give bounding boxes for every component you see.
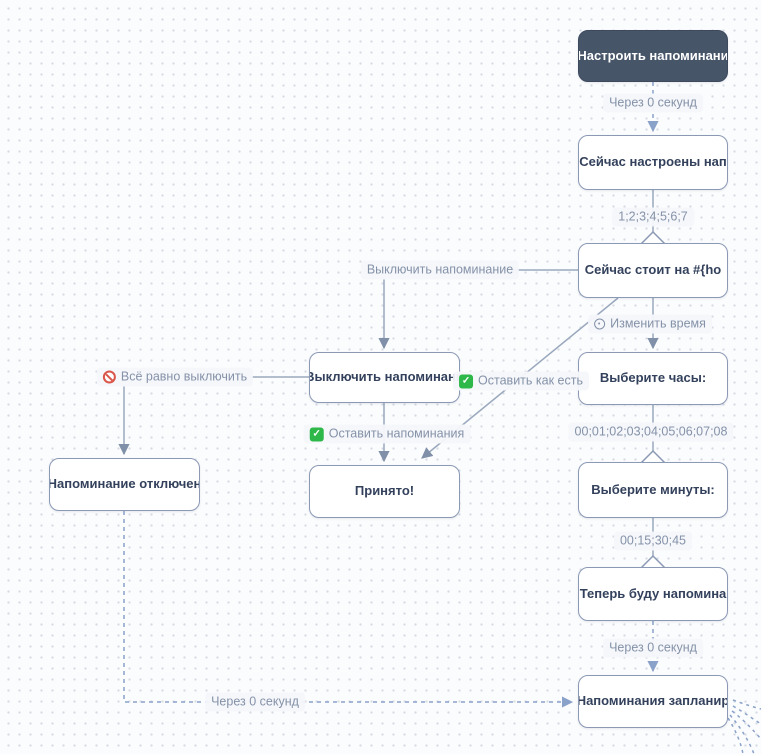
edge-label-delay-top[interactable]: Через 0 секунд	[603, 93, 703, 113]
edge-label-delay-mid-text: Через 0 секунд	[609, 640, 697, 655]
edge-label-force-off[interactable]: Всё равно выключить	[96, 367, 254, 387]
node-will-remind[interactable]: Теперь буду напомина	[578, 567, 728, 621]
checkbox-checked-icon	[309, 427, 324, 441]
edge-label-force-off-text: Всё равно выключить	[120, 369, 248, 384]
node-disabled-label: Напоминание отключен	[49, 476, 200, 492]
edge-label-keep-reminders[interactable]: Оставить напоминания	[303, 424, 471, 444]
edge-label-delay-mid[interactable]: Через 0 секунд	[603, 638, 703, 658]
edge-label-change-time[interactable]: Изменить время	[588, 314, 712, 334]
node-accepted[interactable]: Принято!	[309, 465, 460, 518]
edge-label-change-time-text: Изменить время	[610, 316, 706, 331]
node-choose-minutes[interactable]: Выберите минуты:	[578, 462, 728, 518]
edge-label-delay-bottom[interactable]: Через 0 секунд	[205, 692, 305, 712]
edge-label-hours-digits[interactable]: 1;2;3;4;5;6;7	[612, 207, 694, 227]
node-start[interactable]: Настроить напоминани	[578, 30, 728, 82]
node-choose-hours[interactable]: Выберите часы:	[578, 352, 728, 405]
node-turn-off-label: Выключить напоминани	[309, 369, 460, 385]
edge-disabled-scheduled	[123, 511, 574, 708]
node-scheduled[interactable]: Напоминания запланир	[578, 675, 728, 728]
node-choose-minutes-label: Выберите минуты:	[591, 481, 715, 497]
edge-label-keep-as-is[interactable]: Оставить как есть	[453, 371, 589, 391]
node-will-remind-label: Теперь буду напомина	[579, 585, 727, 601]
node-turn-off[interactable]: Выключить напоминани	[309, 352, 460, 403]
edge-fan-bottom-right	[727, 699, 761, 754]
node-accepted-label: Принято!	[354, 483, 415, 499]
node-disabled[interactable]: Напоминание отключен	[49, 458, 200, 511]
checkbox-checked-icon	[459, 374, 474, 388]
block-icon	[102, 370, 116, 384]
edge-label-turn-off-button[interactable]: Выключить напоминание	[360, 260, 520, 280]
node-configured[interactable]: Сейчас настроены нап	[578, 135, 728, 190]
node-choose-hours-label: Выберите часы:	[599, 370, 707, 386]
edge-label-hours-options-text: 00;01;02;03;04;05;06;07;08	[574, 424, 728, 439]
node-current-time-label: Сейчас стоит на #{ho	[584, 262, 722, 278]
edge-label-delay-top-text: Через 0 секунд	[609, 95, 697, 110]
edge-label-hours-options[interactable]: 00;01;02;03;04;05;06;07;08	[568, 422, 734, 442]
edge-label-keep-reminders-text: Оставить напоминания	[328, 426, 465, 441]
edge-label-keep-as-is-text: Оставить как есть	[478, 373, 583, 388]
node-configured-label: Сейчас настроены нап	[579, 154, 727, 170]
clock-icon	[594, 318, 606, 330]
node-start-label: Настроить напоминани	[578, 47, 728, 63]
edge-label-turn-off-button-text: Выключить напоминание	[366, 262, 514, 277]
edge-label-hours-digits-text: 1;2;3;4;5;6;7	[618, 209, 688, 224]
edge-label-delay-bottom-text: Через 0 секунд	[211, 694, 299, 709]
node-scheduled-label: Напоминания запланир	[578, 693, 728, 709]
node-current-time[interactable]: Сейчас стоит на #{ho	[578, 243, 728, 298]
edge-label-minutes-options[interactable]: 00;15;30;45	[613, 531, 693, 551]
edge-label-minutes-options-text: 00;15;30;45	[619, 533, 687, 548]
